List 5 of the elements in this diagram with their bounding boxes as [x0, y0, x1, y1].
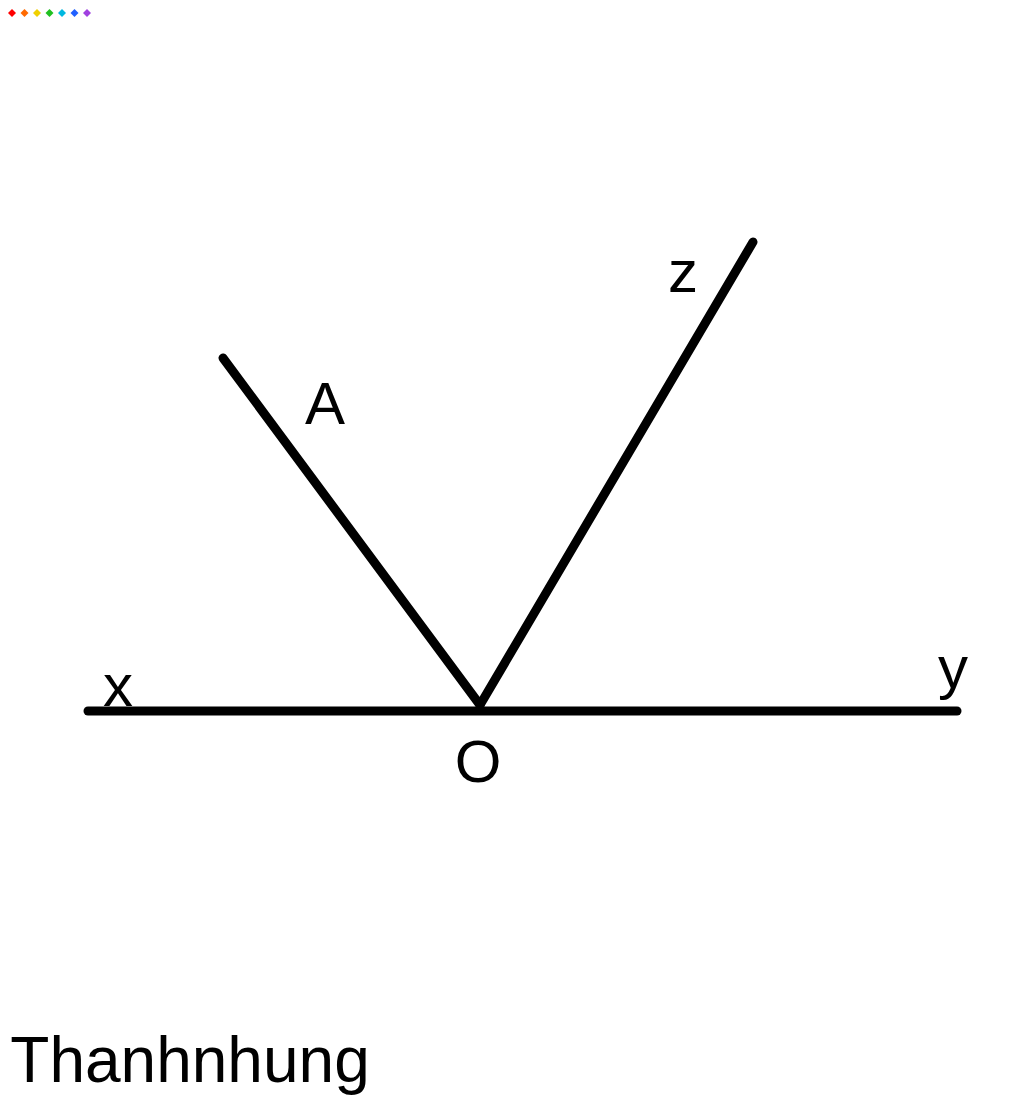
- point-label: O: [454, 732, 502, 792]
- point-label: A: [305, 374, 345, 434]
- ray-label: y: [938, 638, 968, 698]
- ray-label: x: [103, 656, 133, 716]
- ray-label: z: [668, 242, 698, 302]
